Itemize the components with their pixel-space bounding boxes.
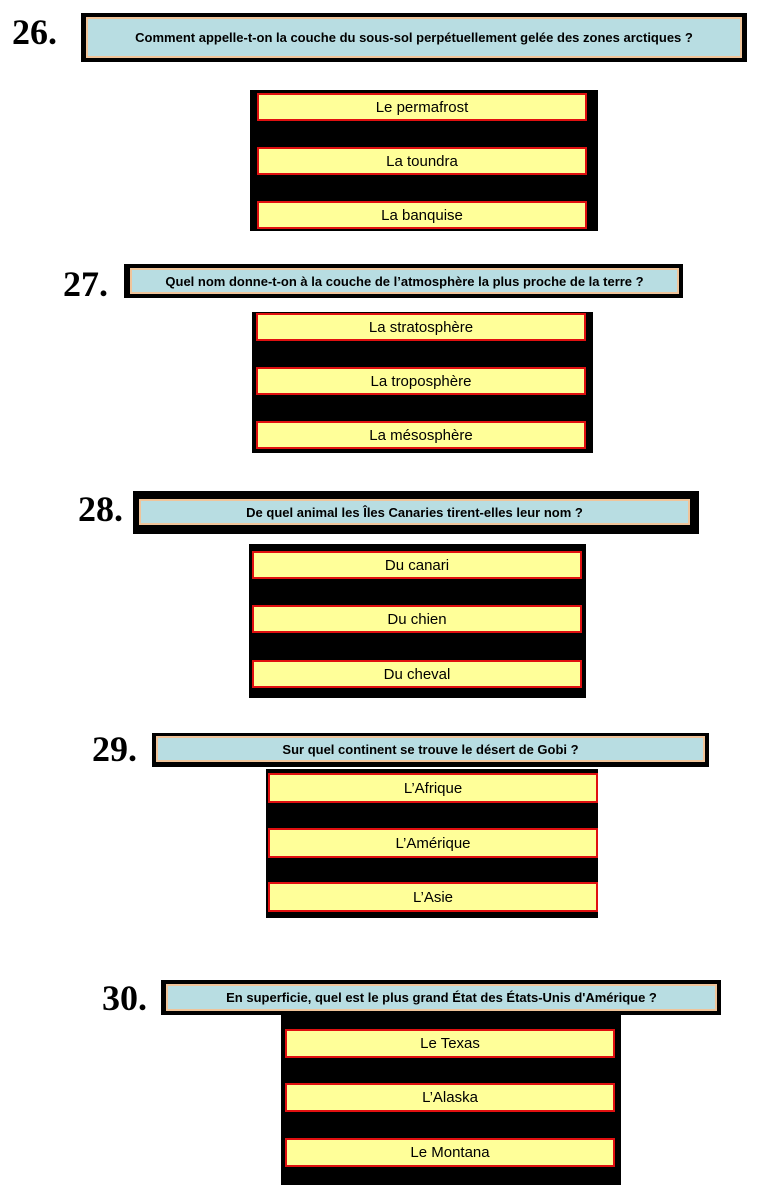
answer-button-27-3[interactable]: La mésosphère <box>256 421 586 449</box>
question-text-26: Comment appelle-t-on la couche du sous-s… <box>86 17 742 58</box>
answer-button-30-1[interactable]: Le Texas <box>285 1029 615 1058</box>
answer-button-28-1[interactable]: Du canari <box>252 551 582 579</box>
question-text-27: Quel nom donne-t-on à la couche de l’atm… <box>130 268 679 294</box>
answer-button-26-2[interactable]: La toundra <box>257 147 587 175</box>
answer-button-27-2[interactable]: La troposphère <box>256 367 586 395</box>
question-number-29: 29. <box>92 729 137 769</box>
question-number-30: 30. <box>102 978 147 1018</box>
answer-button-28-3[interactable]: Du cheval <box>252 660 582 688</box>
answer-button-26-3[interactable]: La banquise <box>257 201 587 229</box>
answer-button-26-1[interactable]: Le permafrost <box>257 93 587 121</box>
question-number-27: 27. <box>63 264 108 304</box>
answer-button-30-2[interactable]: L’Alaska <box>285 1083 615 1112</box>
answer-button-28-2[interactable]: Du chien <box>252 605 582 633</box>
question-number-26: 26. <box>12 12 57 52</box>
question-text-29: Sur quel continent se trouve le désert d… <box>156 736 705 762</box>
answer-button-29-3[interactable]: L’Asie <box>268 882 598 912</box>
question-text-30: En superficie, quel est le plus grand Ét… <box>166 984 717 1011</box>
answer-button-30-3[interactable]: Le Montana <box>285 1138 615 1167</box>
question-number-28: 28. <box>78 489 123 529</box>
answer-button-27-1[interactable]: La stratosphère <box>256 313 586 341</box>
answer-button-29-2[interactable]: L’Amérique <box>268 828 598 858</box>
question-text-28: De quel animal les Îles Canaries tirent-… <box>139 499 690 525</box>
answer-button-29-1[interactable]: L’Afrique <box>268 773 598 803</box>
